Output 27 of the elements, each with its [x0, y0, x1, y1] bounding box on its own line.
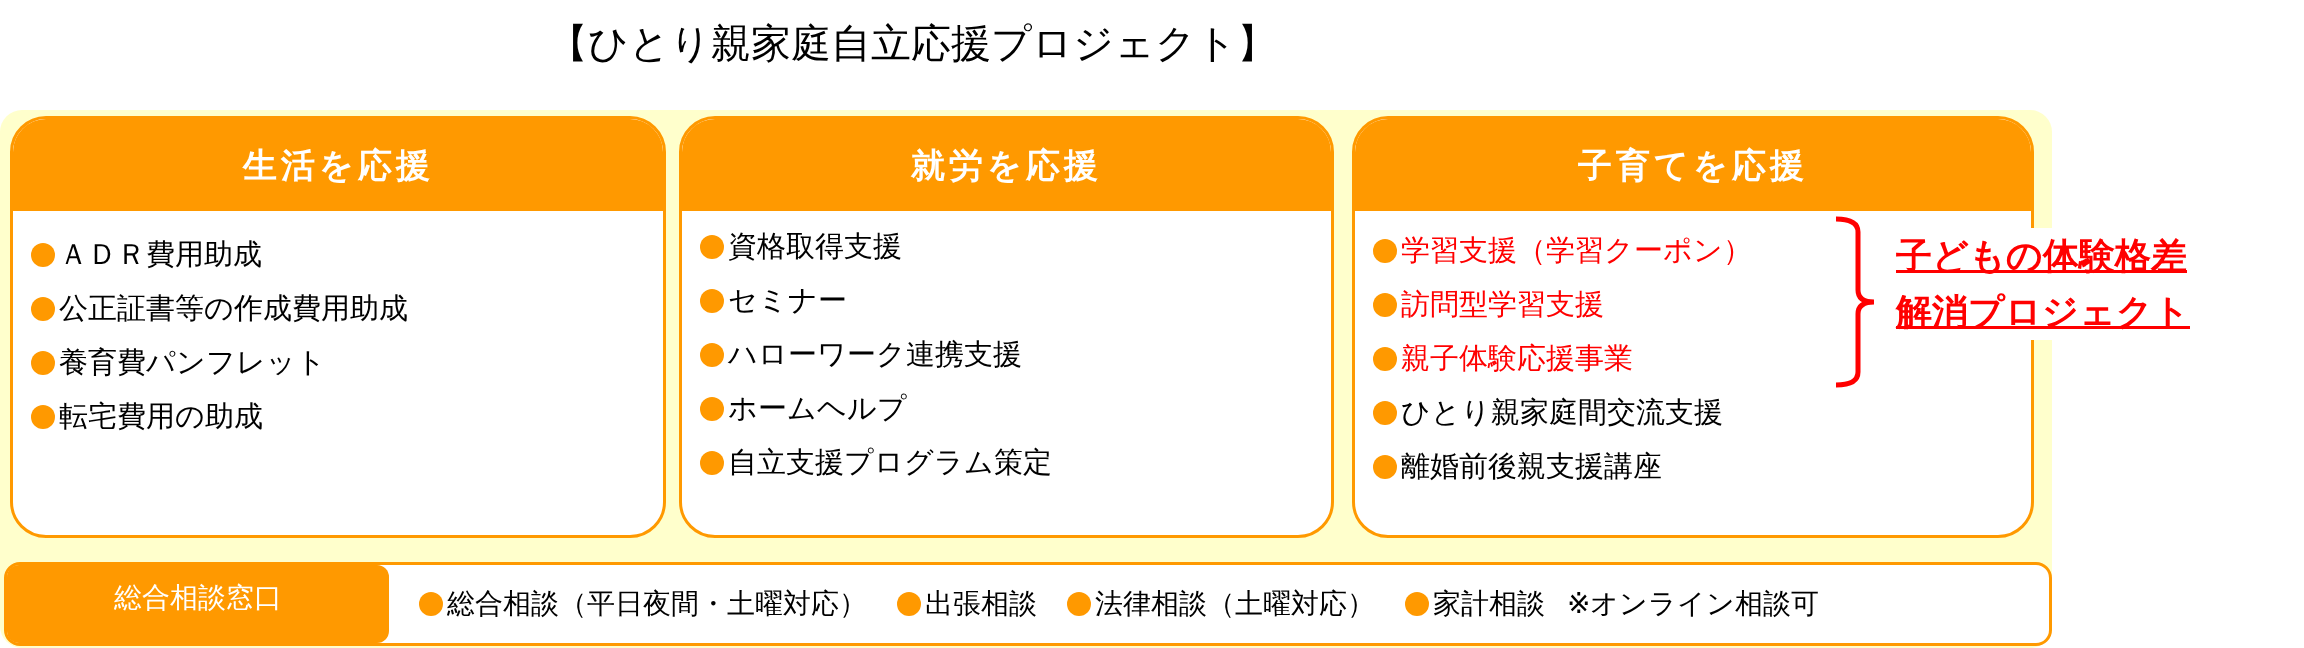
list-item: 法律相談（土曜対応）	[1095, 586, 1375, 622]
list-item: ホームヘルプ	[728, 390, 907, 427]
list-item: 資格取得支援	[728, 228, 902, 265]
list-item: 親子体験応援事業	[1401, 340, 1633, 377]
title: 【ひとり親家庭自立応援プロジェクト】	[548, 19, 1277, 68]
list-item: セミナー	[728, 282, 847, 319]
list-item: 自立支援プログラム策定	[728, 444, 1052, 481]
list-item: 家計相談	[1433, 586, 1545, 622]
bar-header: 総合相談窓口	[7, 565, 389, 643]
list-item: ひとり親家庭間交流支援	[1401, 394, 1723, 431]
list-item: 公正証書等の作成費用助成	[59, 290, 408, 327]
list-item: 転宅費用の助成	[59, 398, 263, 435]
list-item: 出張相談	[925, 586, 1037, 622]
list-item: ハローワーク連携支援	[728, 336, 1022, 373]
card-header: 生活を応援	[13, 119, 663, 211]
category-card	[10, 116, 666, 538]
note: ※オンライン相談可	[1567, 586, 1820, 622]
list-item: ＡＤＲ費用助成	[59, 236, 262, 273]
list-item: 離婚前後親支援講座	[1401, 448, 1662, 485]
consultation-bar	[4, 562, 2052, 646]
category-card	[679, 116, 1334, 538]
list-item: 総合相談（平日夜間・土曜対応）	[447, 586, 867, 622]
card-header: 子育てを応援	[1355, 119, 2031, 211]
list-item: 養育費パンフレット	[59, 344, 326, 381]
list-item: 訪問型学習支援	[1401, 286, 1604, 323]
card-header: 就労を応援	[682, 119, 1331, 211]
list-item: 学習支援（学習クーポン）	[1401, 232, 1752, 269]
